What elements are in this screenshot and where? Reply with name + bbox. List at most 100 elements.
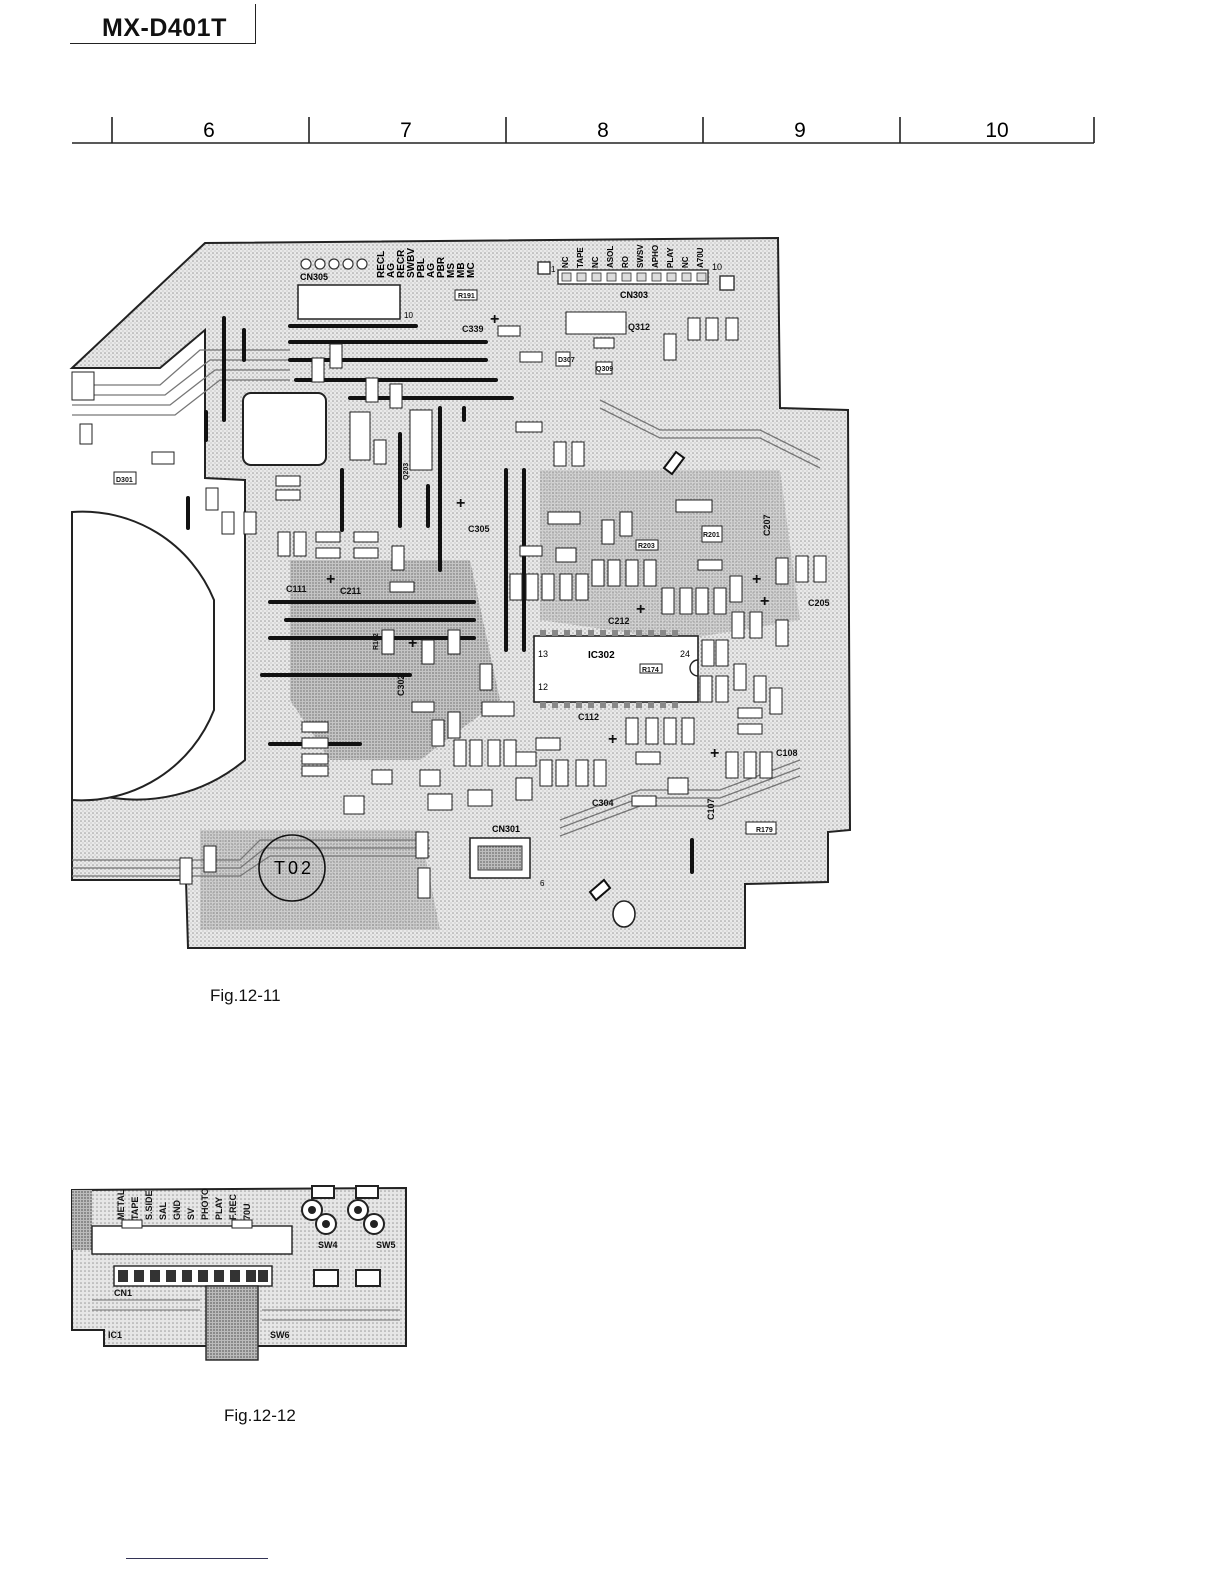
svg-text:+: + xyxy=(490,311,499,328)
screw-marks xyxy=(588,450,686,902)
ref-c111: C111 xyxy=(286,584,307,594)
ref-d301: D301 xyxy=(116,477,133,484)
cn305-pin-7: PBR xyxy=(436,256,447,278)
t02-label: T02 xyxy=(274,858,314,878)
caption-fig-12-12: Fig.12-12 xyxy=(224,1406,296,1425)
grid-col-7: 7 xyxy=(400,119,412,142)
ref-c212: C212 xyxy=(608,616,630,626)
svg-text:+: + xyxy=(326,571,335,588)
square-cutout xyxy=(242,392,327,466)
fig12-pin-8: PLAY xyxy=(214,1197,224,1220)
fig12-pin-3: S.SIDE xyxy=(144,1190,154,1220)
cn305-pin-end: 10 xyxy=(404,311,413,320)
ref-r102: R102 xyxy=(373,633,380,650)
ic302-pin-13: 13 xyxy=(538,649,548,659)
connector-cn301: CN301 6 xyxy=(469,824,545,888)
cn303-pin-start: 1 xyxy=(551,265,556,274)
ic302-pin-24: 24 xyxy=(680,649,690,659)
cn303-pin-1: NC xyxy=(561,256,570,268)
ref-c205: C205 xyxy=(808,598,830,608)
ref-c207: C207 xyxy=(762,514,772,536)
cn305-pin-10: MC xyxy=(466,262,477,278)
ic302-label: IC302 xyxy=(588,650,615,661)
svg-text:+: + xyxy=(710,745,719,762)
svg-text:+: + xyxy=(760,593,769,610)
cn305-pin-1: RECL xyxy=(376,251,387,278)
mounting-hole xyxy=(612,900,636,928)
cn305-pin-9: MB xyxy=(456,262,467,278)
grid-col-9: 9 xyxy=(794,119,806,142)
fig12-sw5-label: SW5 xyxy=(376,1240,396,1250)
cn303-pin-5: RO xyxy=(621,256,630,268)
cn303-pin-7: APHO xyxy=(651,245,660,268)
fig12-pin-2: TAPE xyxy=(130,1197,140,1220)
fig12-sw6-box xyxy=(205,1285,259,1361)
ref-q312: Q312 xyxy=(628,322,650,332)
ref-r174: R174 xyxy=(642,667,659,674)
pcb-fig-12-12: METAL TAPE S.SIDE SAL GND SV PHOTO PLAY … xyxy=(71,1185,407,1361)
ref-r203: R203 xyxy=(638,543,655,550)
cn303-pin-9: NC xyxy=(681,256,690,268)
grid-col-10: 10 xyxy=(985,119,1008,142)
cn305-pin-4: SWBV xyxy=(406,248,417,278)
svg-text:+: + xyxy=(456,495,465,512)
cn303-label: CN303 xyxy=(620,290,648,300)
ref-c112: C112 xyxy=(578,712,599,722)
cn301-pin-end: 6 xyxy=(540,879,545,888)
copper-region-bottom xyxy=(200,830,440,930)
fig12-sw6-label: SW6 xyxy=(270,1330,290,1340)
fig12-ic1-label: IC1 xyxy=(108,1330,122,1340)
pcb-fig-12-11: CN305 10 RECL AG RECR SWBV PBL AG PBR MS… xyxy=(69,236,852,949)
ref-r191: R191 xyxy=(458,293,475,300)
test-point-t02 xyxy=(258,834,326,902)
cn303-pin-6: SWSV xyxy=(636,244,645,268)
ic-ic302: IC302 13 12 24 xyxy=(533,630,699,708)
svg-text:+: + xyxy=(608,731,617,748)
cn301-label: CN301 xyxy=(492,824,520,834)
fig12-pin-9: F.REC xyxy=(228,1193,238,1220)
ic302-pin-12: 12 xyxy=(538,682,548,692)
ref-r201: R201 xyxy=(703,532,720,539)
ref-c211: C211 xyxy=(340,586,361,596)
ref-c339: C339 xyxy=(462,324,484,334)
fig12-pin-6: SV xyxy=(186,1208,196,1220)
ref-c304: C304 xyxy=(592,798,614,808)
ref-r179: R179 xyxy=(756,827,773,834)
cn305-pin-2: AG xyxy=(386,263,397,278)
cn303-pin-end: 10 xyxy=(712,262,722,272)
fig12-cn1-label: CN1 xyxy=(114,1288,132,1298)
fig12-pin-7: PHOTO xyxy=(200,1188,210,1220)
connector-cn303: 1 10 CN303 NC TAPE NC ASOL RO SWSV APHO … xyxy=(537,244,735,300)
ref-c305: C305 xyxy=(468,524,490,534)
cn303-pin-4: ASOL xyxy=(606,246,615,268)
svg-text:+: + xyxy=(752,571,761,588)
cn305-pin-5: PBL xyxy=(416,258,427,278)
fig12-pin-4: SAL xyxy=(158,1201,168,1220)
ref-c302: C302 xyxy=(396,674,406,696)
board-cutout xyxy=(71,510,215,802)
ref-c107: C107 xyxy=(706,798,716,820)
cn303-pin-3: NC xyxy=(591,256,600,268)
cn303-pin-2: TAPE xyxy=(576,247,585,268)
ref-q309: Q309 xyxy=(596,366,613,373)
grid-ruler: 6 7 8 9 10 xyxy=(72,117,1095,144)
copper-region-left xyxy=(290,560,500,760)
grid-col-6: 6 xyxy=(203,119,215,142)
cn303-pin-8: PLAY xyxy=(666,247,675,268)
fig12-pin-10: 70U xyxy=(242,1203,252,1220)
fig12-slot xyxy=(91,1225,293,1255)
svg-text:+: + xyxy=(636,601,645,618)
svg-text:+: + xyxy=(408,635,417,652)
fig12-pin-1: METAL xyxy=(116,1189,126,1220)
cn305-pin-6: AG xyxy=(426,263,437,278)
cn305-pin-8: MS xyxy=(446,263,457,278)
component-grid xyxy=(71,289,827,899)
ref-c108: C108 xyxy=(776,748,798,758)
connector-cn305: CN305 10 RECL AG RECR SWBV PBL AG PBR MS… xyxy=(297,248,477,320)
model-header: MX-D401T xyxy=(70,4,256,44)
bottom-rule xyxy=(126,1558,268,1559)
fig12-sw4-label: SW4 xyxy=(318,1240,338,1250)
fig12-pin-5: GND xyxy=(172,1200,182,1221)
model-number: MX-D401T xyxy=(102,14,227,42)
cn305-pin-3: RECR xyxy=(396,249,407,278)
